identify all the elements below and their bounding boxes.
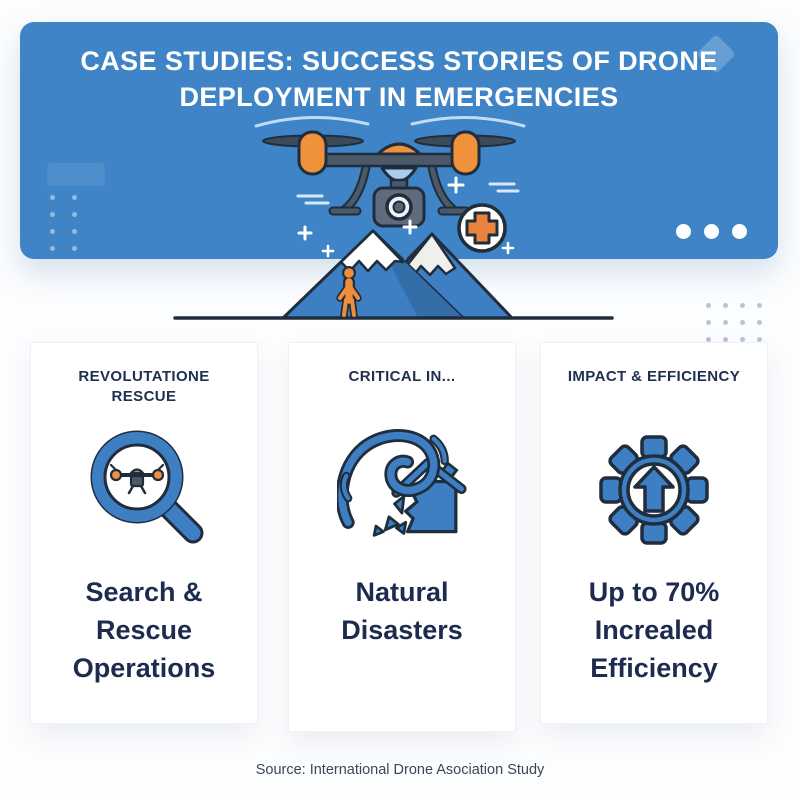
- page-title: CASE STUDIES: SUCCESS STORIES OF DRONE D…: [80, 46, 718, 112]
- card-value: Up to 70% Increaled Efficiency: [588, 577, 720, 683]
- card-header: CRITICAL IN...: [348, 368, 456, 385]
- card-natural-disasters: CRITICAL IN... Natural Disasters: [288, 342, 516, 732]
- card-impact-efficiency: IMPACT & EFFICIENCY Up to 70% Increaled …: [540, 342, 768, 724]
- card-header: REVOLUTATIONE RESCUE: [78, 368, 210, 406]
- magnifier-drone-icon: [90, 430, 204, 544]
- card-value: Search & Rescue Operations: [72, 577, 216, 683]
- pagination-dot[interactable]: [676, 224, 691, 239]
- card-header: IMPACT & EFFICIENCY: [567, 368, 741, 385]
- pagination-dot[interactable]: [732, 224, 747, 239]
- gear-up-arrow-icon: [599, 435, 709, 545]
- dot-grid-decoration-right: [706, 303, 762, 342]
- dot-grid-decoration-left: [50, 195, 77, 251]
- pagination-dots: [676, 224, 747, 239]
- rectangle-decoration: [47, 163, 105, 186]
- drone-rescue-illustration: [173, 115, 614, 320]
- source-attribution: Source: International Drone Asociation S…: [255, 762, 545, 778]
- tornado-broken-house-icon: [335, 429, 467, 537]
- card-value: Natural Disasters: [341, 577, 463, 645]
- card-search-rescue: REVOLUTATIONE RESCUE Search & Rescue Ope…: [30, 342, 258, 724]
- pagination-dot[interactable]: [704, 224, 719, 239]
